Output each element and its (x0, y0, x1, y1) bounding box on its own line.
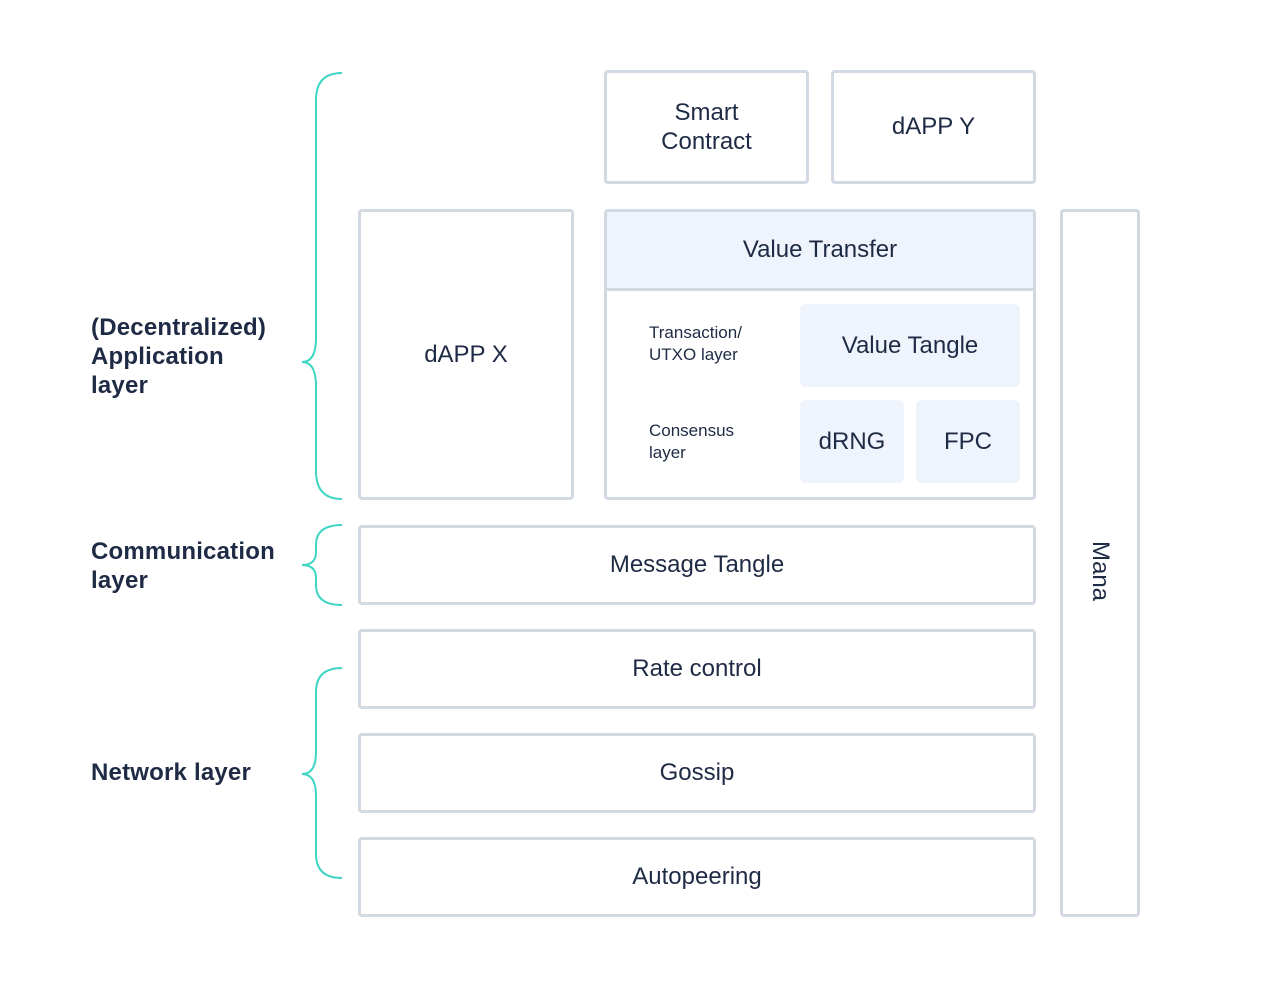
fpc-label: FPC (944, 427, 992, 455)
smart-contract-label: Smart Contract (661, 99, 752, 155)
consensus-layer-label: Consensus layer (649, 421, 735, 462)
gossip-box: Gossip (358, 733, 1036, 813)
message-tangle-box: Message Tangle (358, 525, 1036, 605)
communication-layer-label: Communication layer (91, 538, 275, 594)
dapp-y-box: dAPP Y (831, 70, 1036, 184)
value-tangle-label: Value Tangle (841, 331, 979, 359)
network-layer-label: Network layer (91, 759, 252, 786)
drng-tile: dRNG (800, 400, 904, 483)
drng-label: dRNG (818, 427, 886, 455)
dapp-x-label: dAPP X (424, 340, 508, 368)
fpc-tile: FPC (916, 400, 1020, 483)
value-transfer-label: Value Transfer (742, 236, 898, 263)
autopeering-box: Autopeering (358, 837, 1036, 917)
rate-control-label: Rate control (632, 655, 762, 682)
smart-contract-box: Smart Contract (604, 70, 809, 184)
application-layer-label: (Decentralized) Application layer (91, 314, 267, 399)
gossip-label: Gossip (659, 759, 735, 786)
message-tangle-label: Message Tangle (609, 551, 785, 578)
autopeering-label: Autopeering (632, 863, 762, 890)
dapp-x-box: dAPP X (358, 209, 574, 500)
communication-layer-brace (301, 524, 343, 606)
rate-control-box: Rate control (358, 629, 1036, 709)
value-tangle-tile: Value Tangle (800, 304, 1020, 387)
application-layer-brace (301, 72, 343, 500)
mana-box: Mana (1060, 209, 1140, 917)
value-transfer-header: Value Transfer (607, 212, 1033, 291)
dapp-y-label: dAPP Y (891, 113, 976, 140)
transaction-layer-label: Transaction/ UTXO layer (649, 323, 742, 364)
mana-label: Mana (1086, 540, 1114, 602)
network-layer-brace (301, 667, 343, 879)
